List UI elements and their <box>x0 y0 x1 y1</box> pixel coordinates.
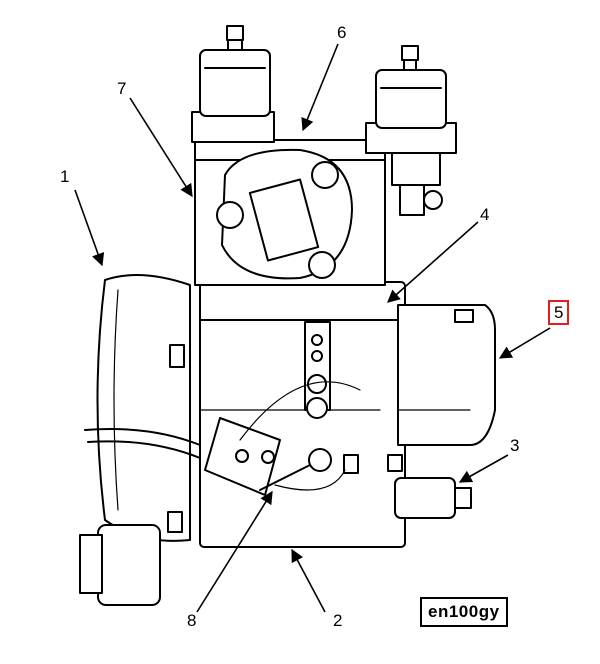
callout-8: 8 <box>187 611 197 630</box>
side-housing <box>397 304 496 446</box>
callout-2: 2 <box>333 611 343 630</box>
fitting <box>387 454 472 519</box>
callout-5-highlighted: 5 <box>548 300 570 325</box>
callout-3: 3 <box>510 436 520 455</box>
callout-6: 6 <box>337 23 347 42</box>
lever-linkage <box>204 321 361 496</box>
figure-code-label: en100gy <box>420 597 508 627</box>
gear-housing-cover <box>216 148 353 280</box>
callout-4: 4 <box>480 205 490 224</box>
leader-lines <box>74 43 551 613</box>
pump-body <box>199 281 406 548</box>
right-solenoid <box>365 45 457 216</box>
flange <box>84 274 201 542</box>
left-solenoid <box>191 25 275 143</box>
callout-7: 7 <box>117 79 127 98</box>
callout-1: 1 <box>60 167 70 186</box>
electrical-connector <box>79 524 161 606</box>
